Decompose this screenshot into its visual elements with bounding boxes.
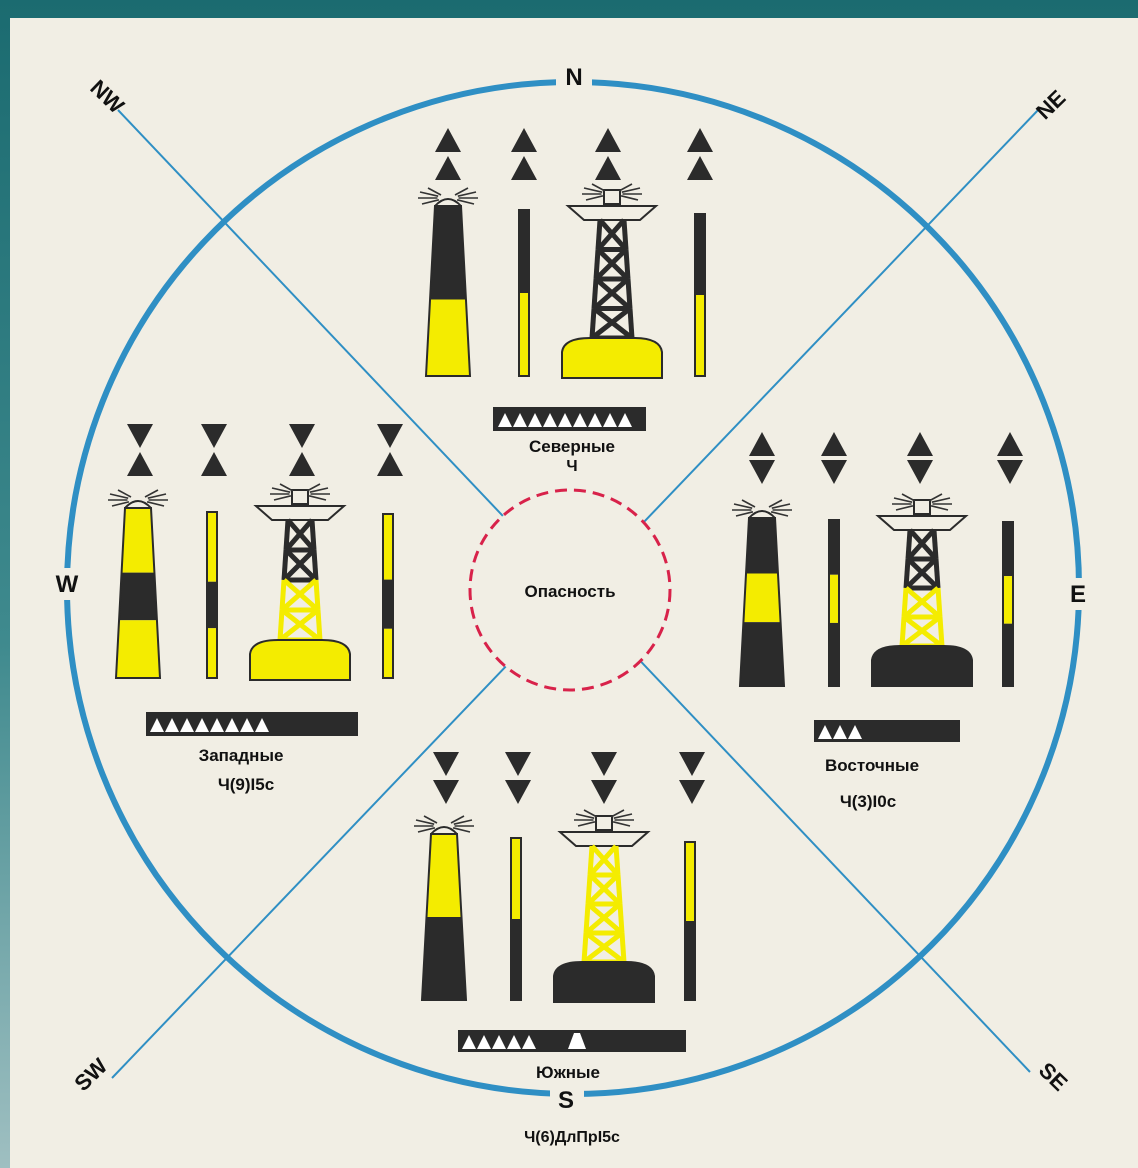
topmark (127, 424, 153, 476)
north-marks (418, 128, 713, 378)
topmark-cone (749, 460, 775, 484)
topmark-cone (595, 128, 621, 152)
topmark-cone (687, 128, 713, 152)
topmark (997, 432, 1023, 484)
topmark-cone (289, 452, 315, 476)
topmark-cone (821, 432, 847, 456)
east-light-code: Ч(3)I0с (840, 792, 896, 811)
topmark (377, 424, 403, 476)
spar-buoy (829, 520, 839, 686)
topmark-cone (687, 156, 713, 180)
west-light-code: Ч(9)I5с (218, 775, 274, 794)
spar-buoy (383, 514, 393, 678)
lattice-tower-buoy (562, 184, 662, 378)
topmark (749, 432, 775, 484)
west-marks (108, 424, 403, 680)
spar-buoy (207, 512, 217, 678)
topmark (505, 752, 531, 804)
topmark-cone (511, 156, 537, 180)
pillar-buoy (414, 816, 474, 1000)
south-light-rhythm (458, 1030, 686, 1052)
topmark-cone (591, 780, 617, 804)
topmark-cone (127, 424, 153, 448)
compass-w-label: W (56, 571, 79, 598)
spar-buoy (1003, 522, 1013, 686)
compass-e-label: E (1070, 581, 1086, 608)
south-group-name: Южные (536, 1063, 600, 1082)
topmark (679, 752, 705, 804)
topmark-cone (433, 752, 459, 776)
topmark (687, 128, 713, 180)
compass-n-label: N (565, 64, 582, 91)
topmark-cone (377, 452, 403, 476)
topmark-cone (433, 780, 459, 804)
compass-s-label: S (558, 1087, 574, 1114)
east-group-name: Восточные (825, 756, 919, 775)
pillar-buoy (732, 500, 792, 686)
east-marks (732, 432, 1023, 686)
topmark (289, 424, 315, 476)
topmark-cone (591, 752, 617, 776)
topmark-cone (505, 752, 531, 776)
topmark (821, 432, 847, 484)
topmark-cone (289, 424, 315, 448)
topmark-cone (997, 432, 1023, 456)
lattice-tower-buoy (554, 810, 654, 1002)
topmark-cone (127, 452, 153, 476)
compass-nw-label: NW (85, 75, 129, 119)
danger-label: Опасность (524, 582, 615, 601)
compass-sw-label: SW (69, 1053, 112, 1096)
compass-se-label: SE (1034, 1057, 1072, 1095)
topmark (595, 128, 621, 180)
spar-buoy (511, 838, 521, 1000)
topmark (435, 128, 461, 180)
topmark (201, 424, 227, 476)
north-group-name: Северные (529, 437, 615, 456)
topmark (907, 432, 933, 484)
topmark-cone (505, 780, 531, 804)
topmark-cone (595, 156, 621, 180)
danger-zone: Опасность (470, 490, 670, 690)
lattice-tower-buoy (250, 484, 350, 680)
topmark-cone (511, 128, 537, 152)
spar-buoy (519, 210, 529, 376)
east-light-rhythm (814, 720, 960, 742)
lattice-tower-buoy (872, 494, 972, 686)
topmark (511, 128, 537, 180)
topmark-cone (201, 424, 227, 448)
west-group-name: Западные (199, 746, 284, 765)
west-light-rhythm (146, 712, 358, 736)
topmark-cone (679, 752, 705, 776)
spar-buoy (685, 842, 695, 1000)
topmark-cone (907, 432, 933, 456)
topmark-cone (435, 156, 461, 180)
spar-buoy (695, 214, 705, 376)
compass-ne-label: NE (1031, 85, 1070, 124)
topmark-cone (201, 452, 227, 476)
topmark-cone (907, 460, 933, 484)
pillar-buoy (108, 490, 168, 678)
south-light-code: Ч(6)ДлПрI5с (524, 1129, 620, 1146)
south-marks (414, 752, 705, 1002)
north-light-rhythm (493, 407, 646, 431)
topmark-cone (749, 432, 775, 456)
topmark-cone (997, 460, 1023, 484)
north-light-code: Ч (566, 458, 577, 475)
topmark (433, 752, 459, 804)
topmark-cone (821, 460, 847, 484)
topmark-cone (435, 128, 461, 152)
topmark-cone (377, 424, 403, 448)
pillar-buoy (418, 188, 478, 376)
topmark-cone (679, 780, 705, 804)
topmark (591, 752, 617, 804)
